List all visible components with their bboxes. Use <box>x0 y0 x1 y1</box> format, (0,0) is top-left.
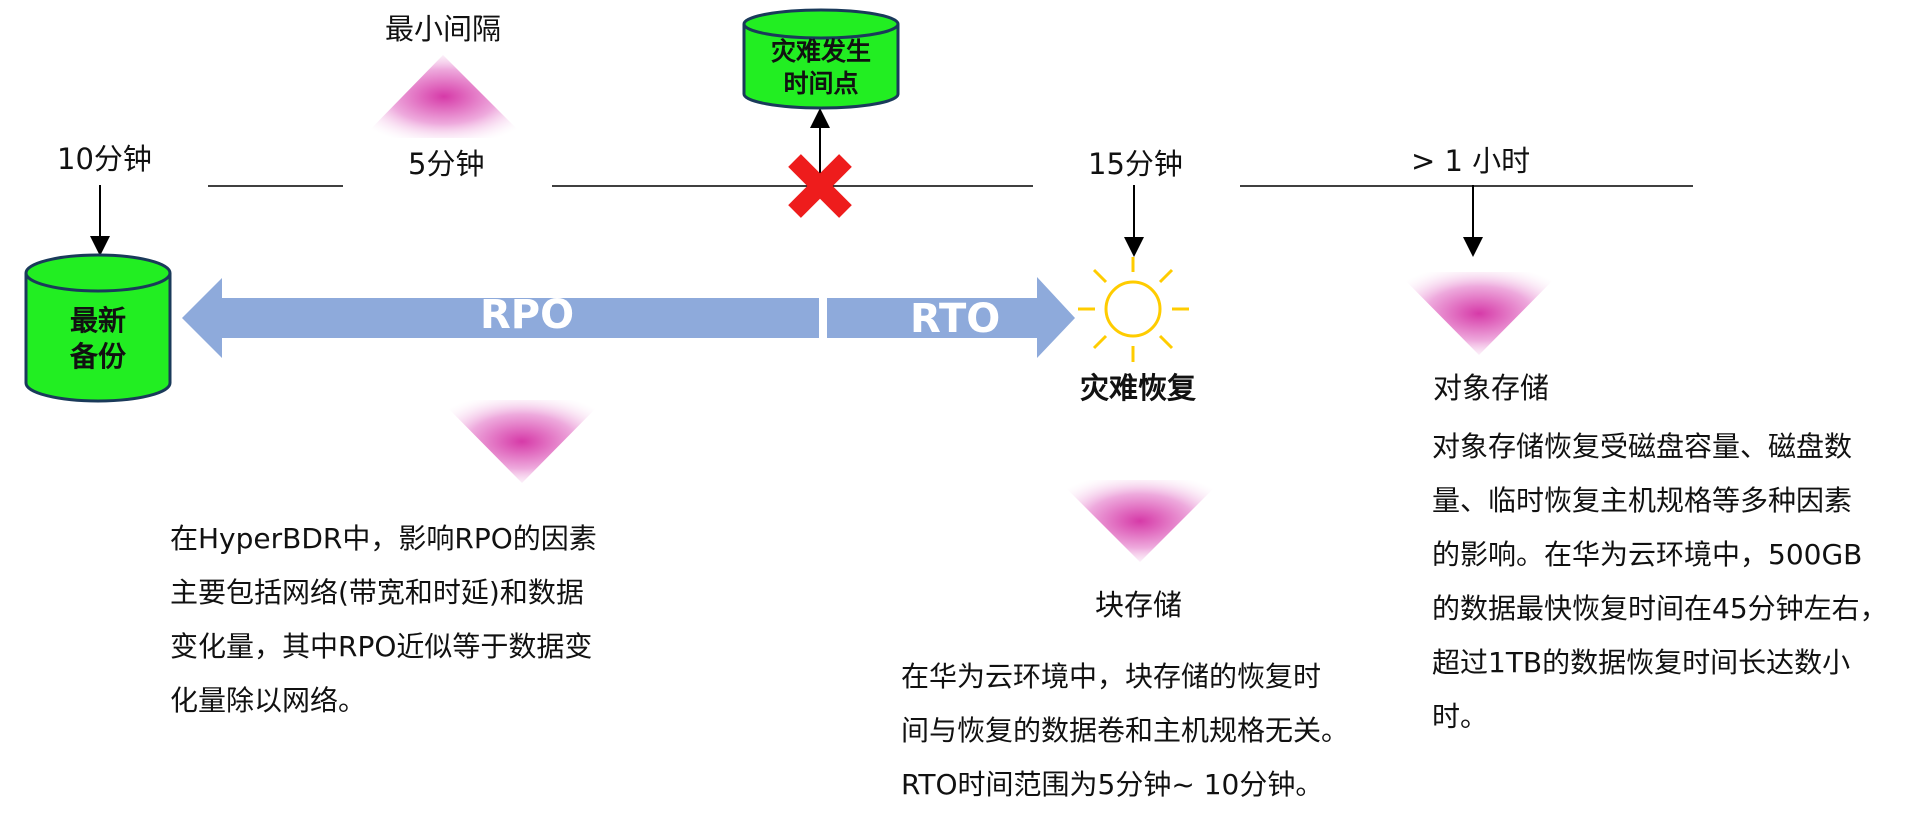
ten-min-label: 10分钟 <box>57 142 152 176</box>
object-note-line: 量、临时恢复主机规格等多种因素 <box>1432 484 1853 517</box>
object-note: 对象存储恢复受磁盘容量、磁盘数 量、临时恢复主机规格等多种因素 的影响。在华为云… <box>1432 420 1888 744</box>
disaster-time-cylinder <box>742 8 900 110</box>
object-note-line: 的数据最快恢复时间在45分钟左右， <box>1432 592 1888 625</box>
rpo-label: RPO <box>480 292 575 338</box>
five-min-label: 5分钟 <box>408 147 485 181</box>
object-note-line: 时。 <box>1432 700 1489 733</box>
sun-icon <box>1078 257 1189 362</box>
disaster-time-label: 灾难发生 时间点 <box>770 37 871 98</box>
object-note-line: 的影响。在华为云环境中，500GB <box>1432 538 1863 571</box>
rpo-note-line: 在HyperBDR中，影响RPO的因素 <box>170 522 597 555</box>
block-note-line: 间与恢复的数据卷和主机规格无关。 <box>901 714 1350 747</box>
recovery-label: 灾难恢复 <box>1080 371 1197 405</box>
rpo-arrow-shape <box>182 278 819 358</box>
latest-backup-label: 最新 备份 <box>69 304 126 373</box>
fifteen-min-label: 15分钟 <box>1088 147 1183 181</box>
object-note-line: 超过1TB的数据恢复时间长达数小 <box>1432 646 1851 679</box>
min-interval-triangle <box>362 55 526 138</box>
block-storage-triangle <box>1058 480 1222 562</box>
object-storage-label: 对象存储 <box>1433 371 1550 405</box>
block-note-line: RTO时间范围为5分钟~ 10分钟。 <box>901 768 1324 801</box>
latest-backup-cylinder <box>24 253 172 403</box>
block-storage-label: 块存储 <box>1095 588 1183 622</box>
rpo-note: 在HyperBDR中，影响RPO的因素 主要包括网络(带宽和时延)和数据 变化量… <box>170 512 597 728</box>
block-note: 在华为云环境中，块存储的恢复时 间与恢复的数据卷和主机规格无关。 RTO时间范围… <box>901 650 1349 812</box>
block-note-line: 在华为云环境中，块存储的恢复时 <box>901 660 1322 693</box>
object-note-line: 对象存储恢复受磁盘容量、磁盘数 <box>1432 430 1853 463</box>
object-storage-triangle <box>1397 272 1561 355</box>
cross-icon <box>788 154 852 218</box>
rpo-note-line: 变化量，其中RPO近似等于数据变 <box>170 630 593 663</box>
rpo-note-line: 化量除以网络。 <box>170 684 367 717</box>
rpo-note-line: 主要包括网络(带宽和时延)和数据 <box>170 576 584 609</box>
rpo-triangle <box>440 400 604 483</box>
over-hour-label: > 1 小时 <box>1411 144 1531 178</box>
rto-label: RTO <box>910 296 1001 342</box>
rto-arrow-shape <box>827 277 1075 358</box>
min-interval-label: 最小间隔 <box>385 12 502 46</box>
